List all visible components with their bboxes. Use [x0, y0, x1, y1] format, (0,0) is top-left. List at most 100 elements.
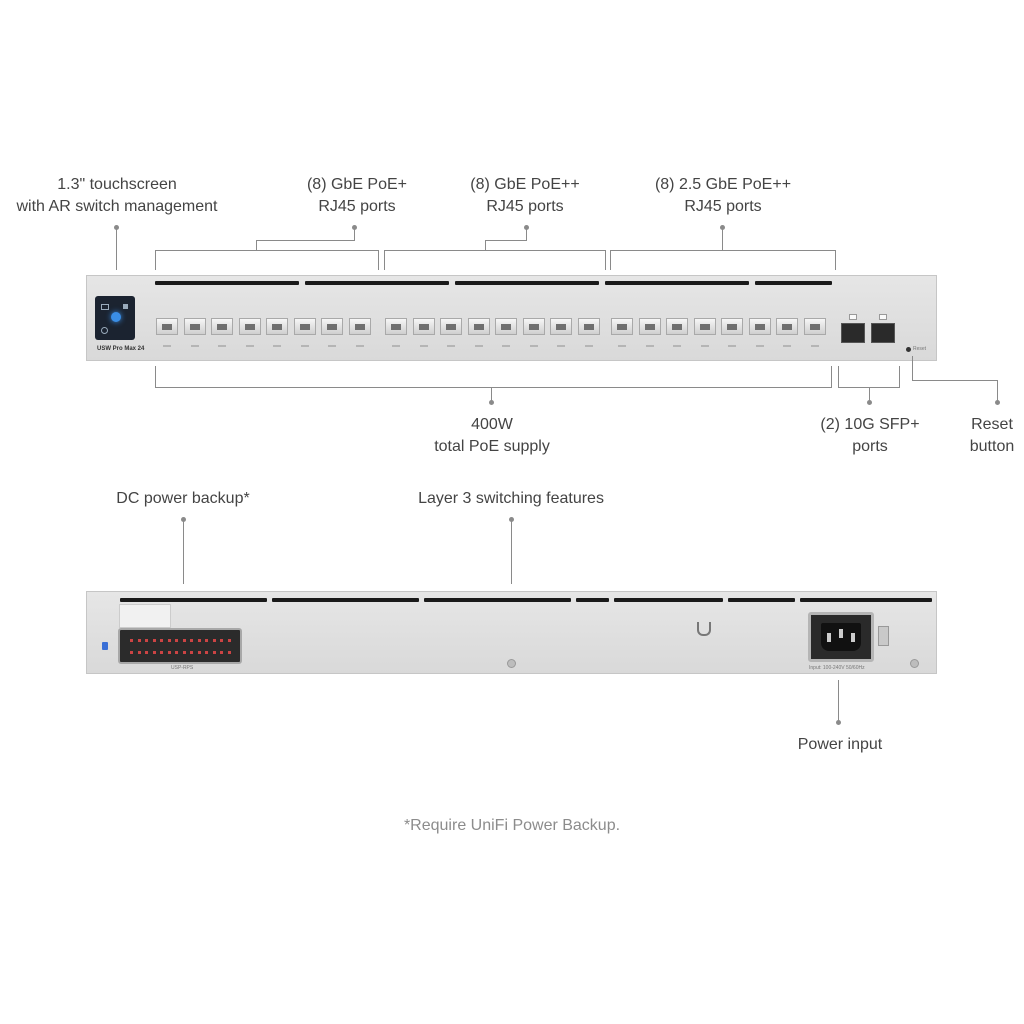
- poe-plus-leader-dot: [352, 225, 357, 230]
- port-number-mark: [300, 345, 309, 347]
- rj45-port[interactable]: [611, 318, 633, 335]
- connector-pin: [137, 639, 141, 642]
- rj45-port[interactable]: [412, 318, 435, 335]
- layer3-leader: [511, 520, 512, 584]
- sfp-leader: [869, 388, 870, 402]
- dc-backup-callout: DC power backup*: [116, 490, 250, 507]
- model-label: USW Pro Max 24: [97, 346, 145, 352]
- front-vent: [305, 281, 449, 285]
- rj45-port[interactable]: [238, 318, 261, 335]
- reset-leader-dot: [995, 400, 1000, 405]
- reset-button[interactable]: [906, 347, 911, 352]
- rj45-port[interactable]: [550, 318, 572, 335]
- poe-plusplus-leader: [526, 228, 527, 240]
- connector-pin: [205, 651, 208, 654]
- poe-supply-bracket: [155, 366, 832, 388]
- dc-backup-leader-dot: [181, 517, 186, 522]
- port-number-mark: [783, 345, 791, 347]
- port-number-mark: [618, 345, 626, 347]
- front-vent: [455, 281, 599, 285]
- connector-pin: [182, 639, 186, 642]
- rj45-port[interactable]: [666, 318, 688, 335]
- connector-pin: [152, 639, 156, 642]
- rj45-port[interactable]: [748, 318, 771, 335]
- poe-plusplus-leader-dot: [524, 225, 529, 230]
- layer3-leader-dot: [509, 517, 514, 522]
- rj45-port[interactable]: [803, 318, 826, 335]
- reset-label: Reset: [913, 346, 927, 352]
- inlet-latch: [878, 626, 889, 646]
- reset-callout: Reset button: [969, 416, 1015, 455]
- port-number-mark: [190, 345, 199, 347]
- touchscreen-callout: 1.3" touchscreen with AR switch manageme…: [16, 176, 218, 215]
- rear-label-sticker: [119, 604, 171, 628]
- rj45-port[interactable]: [211, 318, 233, 335]
- connector-pin: [220, 651, 223, 654]
- rj45-port[interactable]: [721, 318, 743, 335]
- touchscreen-leader: [116, 228, 117, 270]
- port-number-mark: [700, 345, 709, 347]
- rear-vent: [120, 598, 267, 602]
- reset-leader-h: [912, 380, 998, 381]
- port-number-mark: [557, 345, 565, 347]
- rear-vent: [728, 598, 795, 602]
- connector-pin: [137, 651, 141, 654]
- rj45-port[interactable]: [638, 318, 661, 335]
- poe-plus-leader-h: [256, 240, 355, 241]
- reset-leader-v: [912, 356, 913, 381]
- port-number-mark: [529, 345, 538, 347]
- dc-power-backup-connector[interactable]: [118, 628, 242, 664]
- poe-supply-leader: [491, 388, 492, 402]
- power-input-leader: [838, 680, 839, 722]
- rj45-port[interactable]: [693, 318, 716, 335]
- rj45-port[interactable]: [776, 318, 798, 335]
- rj45-port[interactable]: [440, 318, 462, 335]
- connector-pin: [130, 651, 133, 654]
- rj45-port[interactable]: [321, 318, 343, 335]
- poe-plusplus-leader-v2: [485, 240, 486, 250]
- rj45-port[interactable]: [385, 318, 407, 335]
- dc-backup-leader: [183, 520, 184, 584]
- front-vent: [155, 281, 299, 285]
- gbe-poe-plusplus-callout: (8) GbE PoE++ RJ45 ports: [470, 176, 580, 215]
- front-vent: [755, 281, 832, 285]
- connector-pin: [182, 651, 186, 654]
- connector-pin: [190, 651, 193, 654]
- port-number-mark: [218, 345, 226, 347]
- connector-pin: [167, 639, 171, 642]
- connector-pin: [175, 639, 178, 642]
- gbe-poe-plus-callout: (8) GbE PoE+ RJ45 ports: [306, 176, 408, 215]
- sfp-port-1[interactable]: [841, 323, 865, 343]
- footnote: *Require UniFi Power Backup.: [403, 817, 621, 834]
- sfp-bracket: [838, 366, 900, 388]
- connector-pin: [152, 651, 156, 654]
- poe-plus-leader-v2: [256, 240, 257, 250]
- port-number-mark: [502, 345, 510, 347]
- ac-power-inlet[interactable]: [808, 612, 874, 662]
- power-input-callout: Power input: [797, 736, 883, 753]
- poe-plusplus-leader-h: [485, 240, 527, 241]
- rj45-port[interactable]: [348, 318, 371, 335]
- rj45-port[interactable]: [293, 318, 316, 335]
- connector-pin: [197, 651, 201, 654]
- connector-pin: [227, 639, 231, 642]
- rj45-port[interactable]: [266, 318, 288, 335]
- sfp-led: [879, 314, 887, 320]
- rj45-port[interactable]: [577, 318, 600, 335]
- rear-vent: [272, 598, 419, 602]
- rj45-port[interactable]: [495, 318, 517, 335]
- layer3-callout: Layer 3 switching features: [418, 490, 604, 507]
- connector-pin: [145, 651, 148, 654]
- rj45-port[interactable]: [522, 318, 545, 335]
- connector-pin: [175, 651, 178, 654]
- poe-supply-leader-dot: [489, 400, 494, 405]
- connector-pin: [212, 651, 216, 654]
- rj45-port[interactable]: [467, 318, 490, 335]
- gbe25-poe-plusplus-callout: (8) 2.5 GbE PoE++ RJ45 ports: [654, 176, 792, 215]
- rj45-port[interactable]: [156, 318, 178, 335]
- touchscreen-icon[interactable]: [95, 296, 135, 340]
- rear-vent: [614, 598, 723, 602]
- sfp-port-2[interactable]: [871, 323, 895, 343]
- front-vent: [605, 281, 749, 285]
- rj45-port[interactable]: [183, 318, 206, 335]
